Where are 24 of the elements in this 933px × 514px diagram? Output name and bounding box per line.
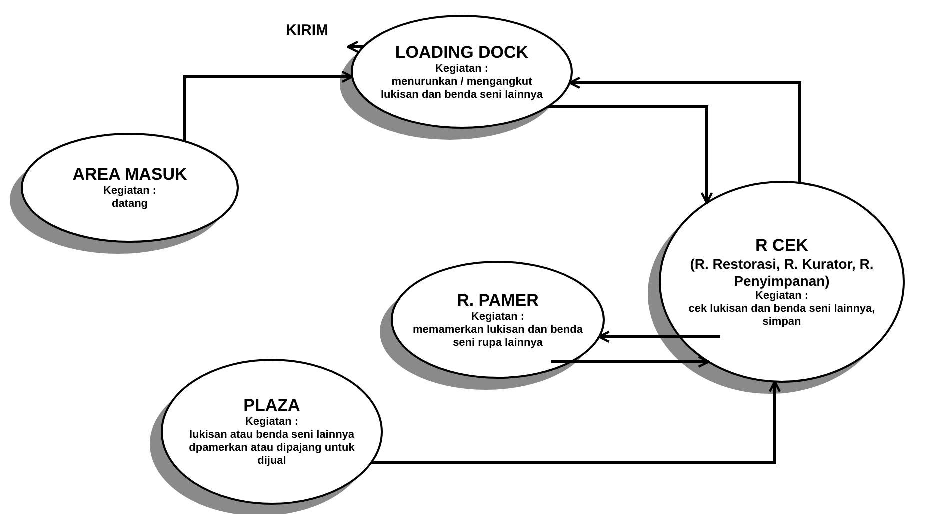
node-title: R. PAMER [457, 290, 539, 310]
arrow [184, 70, 354, 142]
arrow [551, 356, 710, 368]
node-text: Kegiatan : [245, 416, 299, 429]
node-title: LOADING DOCK [395, 42, 529, 62]
node-text: Kegiatan : [103, 185, 157, 198]
arrow [548, 106, 714, 204]
node-text: (R. Restorasi, R. Kurator, R. Penyimpanan) [689, 256, 875, 290]
node-text: cek lukisan dan benda seni lainnya, simpan [688, 302, 876, 328]
node-title: PLAZA [244, 396, 300, 416]
node-text: lukisan atau benda seni lainnya dpamerkan atau dipajang untuk dijual [188, 429, 356, 468]
node-text: Kegiatan : [435, 62, 489, 76]
arrow [568, 76, 802, 184]
node-text: Kegiatan : [755, 290, 809, 302]
arrow [598, 330, 720, 344]
destination-label: KIRIM [286, 20, 346, 42]
node-text: memamerkan lukisan dan benda seni rupa lainnya [412, 324, 584, 350]
node-text: datang [112, 198, 148, 211]
node-text: Kegiatan : [471, 310, 525, 324]
arrow [371, 380, 782, 464]
node-title: AREA MASUK [72, 165, 188, 185]
node-title: R CEK [756, 236, 808, 256]
node-text: menurunkan / mengangkut lukisan dan benda seni lainnya [380, 76, 544, 102]
arrow [346, 40, 364, 54]
